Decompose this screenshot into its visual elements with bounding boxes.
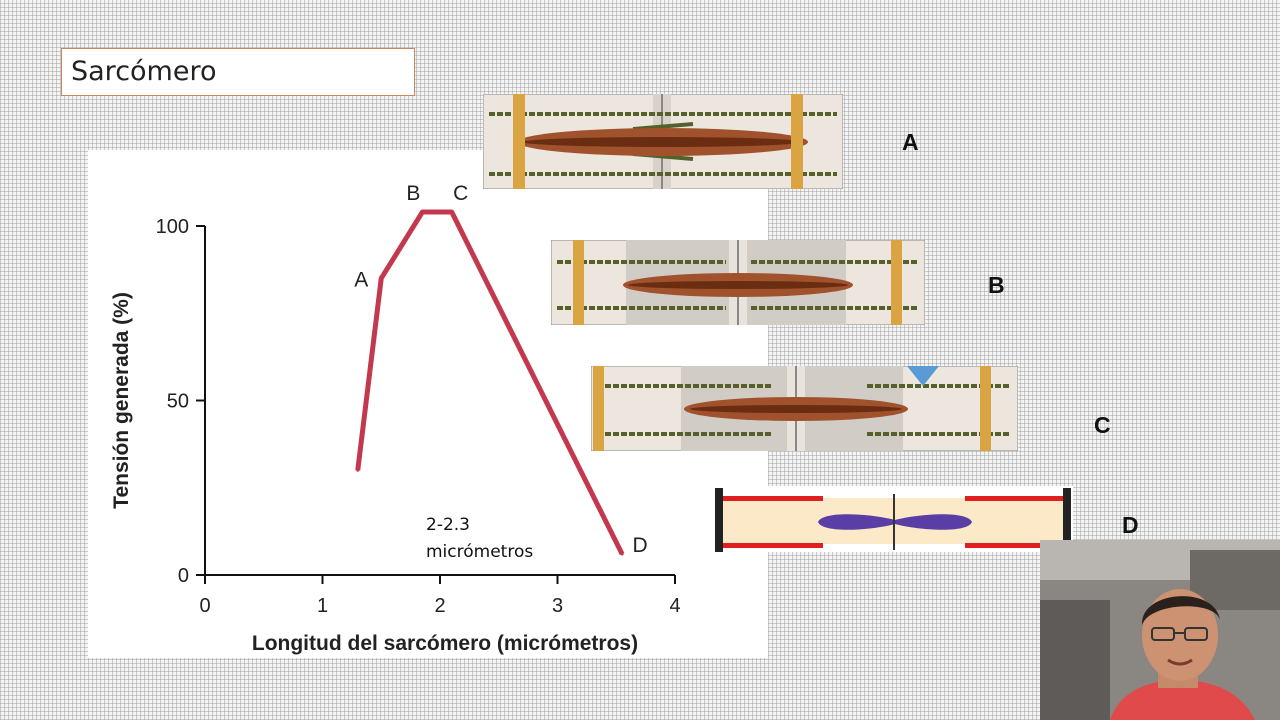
slide-title: Sarcómero: [61, 48, 415, 96]
sarcomere-diagram-a: [483, 94, 843, 189]
curve-point: [620, 552, 624, 556]
point-label-d: D: [633, 534, 648, 557]
panel-label-b: B: [988, 272, 1005, 298]
sarcomere-panel-d: D: [713, 486, 1139, 552]
annotation-range: 2-2.3: [426, 515, 470, 535]
sarcomere-diagram-d: [713, 486, 1073, 552]
sarcomere-panel-c: C: [591, 366, 1111, 451]
panel-label-c: C: [1094, 412, 1111, 438]
x-tick-label: 3: [552, 595, 563, 617]
sarcomere-panel-a: A: [483, 94, 919, 189]
x-tick-label: 4: [669, 595, 680, 617]
x-tick-label: 1: [317, 595, 328, 617]
point-label-c: C: [453, 182, 468, 205]
y-tick-label: 0: [178, 565, 189, 587]
curve-point: [450, 210, 454, 214]
panel-label-a: A: [902, 129, 919, 155]
point-label-a: A: [354, 268, 368, 291]
x-axis-label: Longitud del sarcómero (micrómetros): [252, 632, 638, 655]
marker-triangle-icon: [907, 366, 939, 386]
optimal-length-annotation: 2-2.3 micrómetros: [426, 512, 566, 566]
sarcomere-diagram-c: [591, 366, 1018, 451]
panel-label-d: D: [1122, 512, 1139, 538]
x-tick-label: 0: [199, 595, 210, 617]
sarcomere-diagram-b: [551, 240, 925, 325]
x-tick-label: 2: [434, 595, 445, 617]
annotation-unit: micrómetros: [426, 542, 534, 562]
presenter-video-frame: [1040, 540, 1280, 720]
curve-point: [356, 468, 360, 472]
curve-point: [379, 276, 383, 280]
presenter-webcam: [1040, 540, 1280, 720]
point-label-b: B: [406, 182, 420, 205]
y-tick-label: 100: [156, 216, 189, 238]
curve-point: [420, 210, 424, 214]
y-tick-label: 50: [167, 391, 189, 413]
y-axis-label: Tensión generada (%): [110, 292, 133, 509]
sarcomere-panel-b: B: [551, 240, 1005, 325]
